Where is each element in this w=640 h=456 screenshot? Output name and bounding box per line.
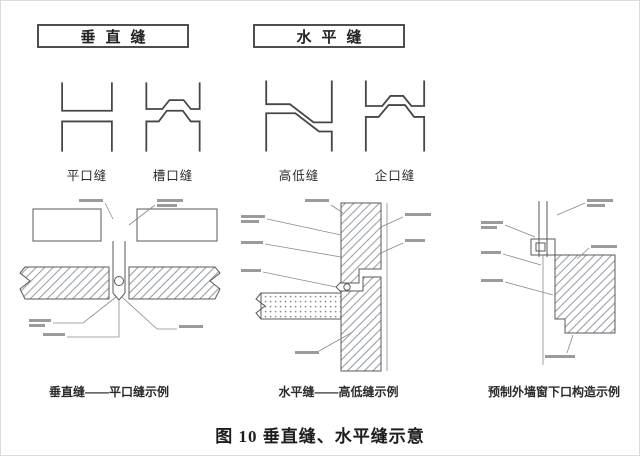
window-sill-detail-drawing <box>481 199 617 365</box>
vertical-seam-header-label: 垂直缝 <box>80 28 156 46</box>
detail-caption-horizontal-high-low-seam: 水平缝——高低缝示例 <box>278 385 399 399</box>
horizontal-high-low-seam-detail-drawing <box>241 199 431 372</box>
annotation-text-marks <box>241 199 431 354</box>
flat-seam-profile-diagram <box>61 82 113 152</box>
figure-title: 图 10 垂直缝、水平缝示意 <box>215 427 425 446</box>
horizontal-seam-header-box: 水平缝 <box>253 24 405 48</box>
horizontal-seam-header-label: 水平缝 <box>296 28 372 46</box>
grooved-seam-profile-diagram <box>145 82 201 152</box>
flat-seam-label: 平口缝 <box>66 169 108 183</box>
vertical-seam-header-box: 垂直缝 <box>37 24 189 48</box>
high-low-seam-label: 高低缝 <box>278 169 320 183</box>
detail-caption-window-sill: 预制外墙窗下口构造示例 <box>487 385 620 399</box>
tongue-groove-seam-label: 企口缝 <box>374 169 416 183</box>
grooved-seam-label: 槽口缝 <box>152 169 194 183</box>
vertical-flat-seam-detail-drawing <box>19 199 221 338</box>
high-low-seam-profile-diagram <box>265 80 333 152</box>
tongue-groove-seam-profile-diagram <box>364 80 426 152</box>
annotation-text-marks <box>29 199 203 336</box>
annotation-text-marks <box>481 199 617 358</box>
detail-caption-vertical-flat-seam: 垂直缝——平口缝示例 <box>48 385 169 399</box>
